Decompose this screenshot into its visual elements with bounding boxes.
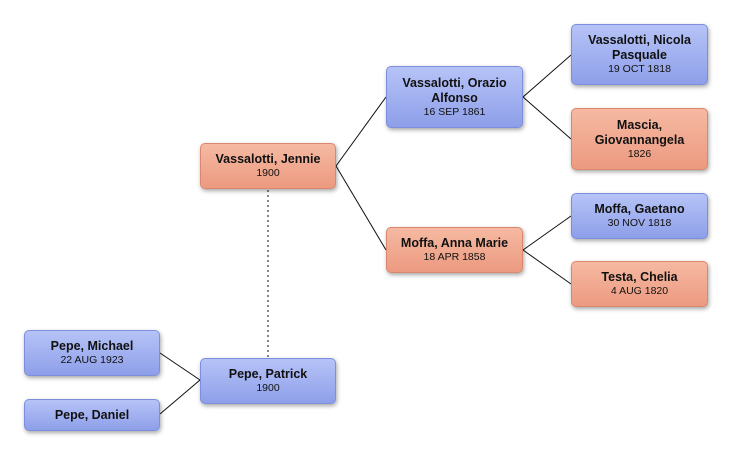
- person-name: Vassalotti, Jennie: [215, 152, 321, 166]
- person-date: 19 OCT 1818: [608, 63, 671, 75]
- person-date: 18 APR 1858: [423, 251, 486, 263]
- person-card-giovannangela[interactable]: Mascia, Giovannangela 1826: [571, 108, 708, 170]
- person-card-patrick[interactable]: Pepe, Patrick 1900: [200, 358, 336, 404]
- person-name: Moffa, Gaetano: [594, 202, 685, 216]
- person-card-chelia[interactable]: Testa, Chelia 4 AUG 1820: [571, 261, 708, 307]
- person-name: Testa, Chelia: [601, 270, 678, 284]
- person-card-nicola[interactable]: Vassalotti, Nicola Pasquale 19 OCT 1818: [571, 24, 708, 85]
- person-date: 1900: [256, 382, 280, 394]
- line-jennie-anna: [335, 165, 387, 251]
- person-name: Pepe, Michael: [50, 339, 134, 353]
- person-card-anna[interactable]: Moffa, Anna Marie 18 APR 1858: [386, 227, 523, 273]
- person-date: 30 NOV 1818: [607, 217, 672, 229]
- person-date: 1826: [627, 147, 652, 160]
- person-name: Vassalotti, Orazio Alfonso: [402, 75, 507, 105]
- person-name: Mascia, Giovannangela: [594, 117, 685, 147]
- person-date: 22 AUG 1923: [60, 354, 124, 366]
- line-jennie-orazio: [335, 96, 387, 167]
- person-card-jennie[interactable]: Vassalotti, Jennie 1900: [200, 143, 336, 189]
- person-card-orazio[interactable]: Vassalotti, Orazio Alfonso 16 SEP 1861: [386, 66, 523, 128]
- line-anna-gaetano: [522, 215, 572, 251]
- line-orazio-giovann: [522, 96, 572, 140]
- person-card-michael[interactable]: Pepe, Michael 22 AUG 1923: [24, 330, 160, 376]
- person-date: 16 SEP 1861: [423, 105, 486, 118]
- person-card-daniel[interactable]: Pepe, Daniel: [24, 399, 160, 431]
- line-patrick-daniel: [159, 379, 201, 415]
- person-name: Pepe, Patrick: [228, 367, 308, 381]
- person-date: 4 AUG 1820: [610, 285, 669, 297]
- person-card-gaetano[interactable]: Moffa, Gaetano 30 NOV 1818: [571, 193, 708, 239]
- person-name: Vassalotti, Nicola Pasquale: [588, 33, 691, 62]
- person-date: 1900: [256, 167, 280, 179]
- line-patrick-michael: [159, 352, 201, 381]
- person-name: Pepe, Daniel: [54, 407, 130, 422]
- line-anna-chelia: [522, 249, 572, 285]
- person-name: Moffa, Anna Marie: [400, 236, 509, 250]
- line-orazio-nicola: [522, 54, 572, 98]
